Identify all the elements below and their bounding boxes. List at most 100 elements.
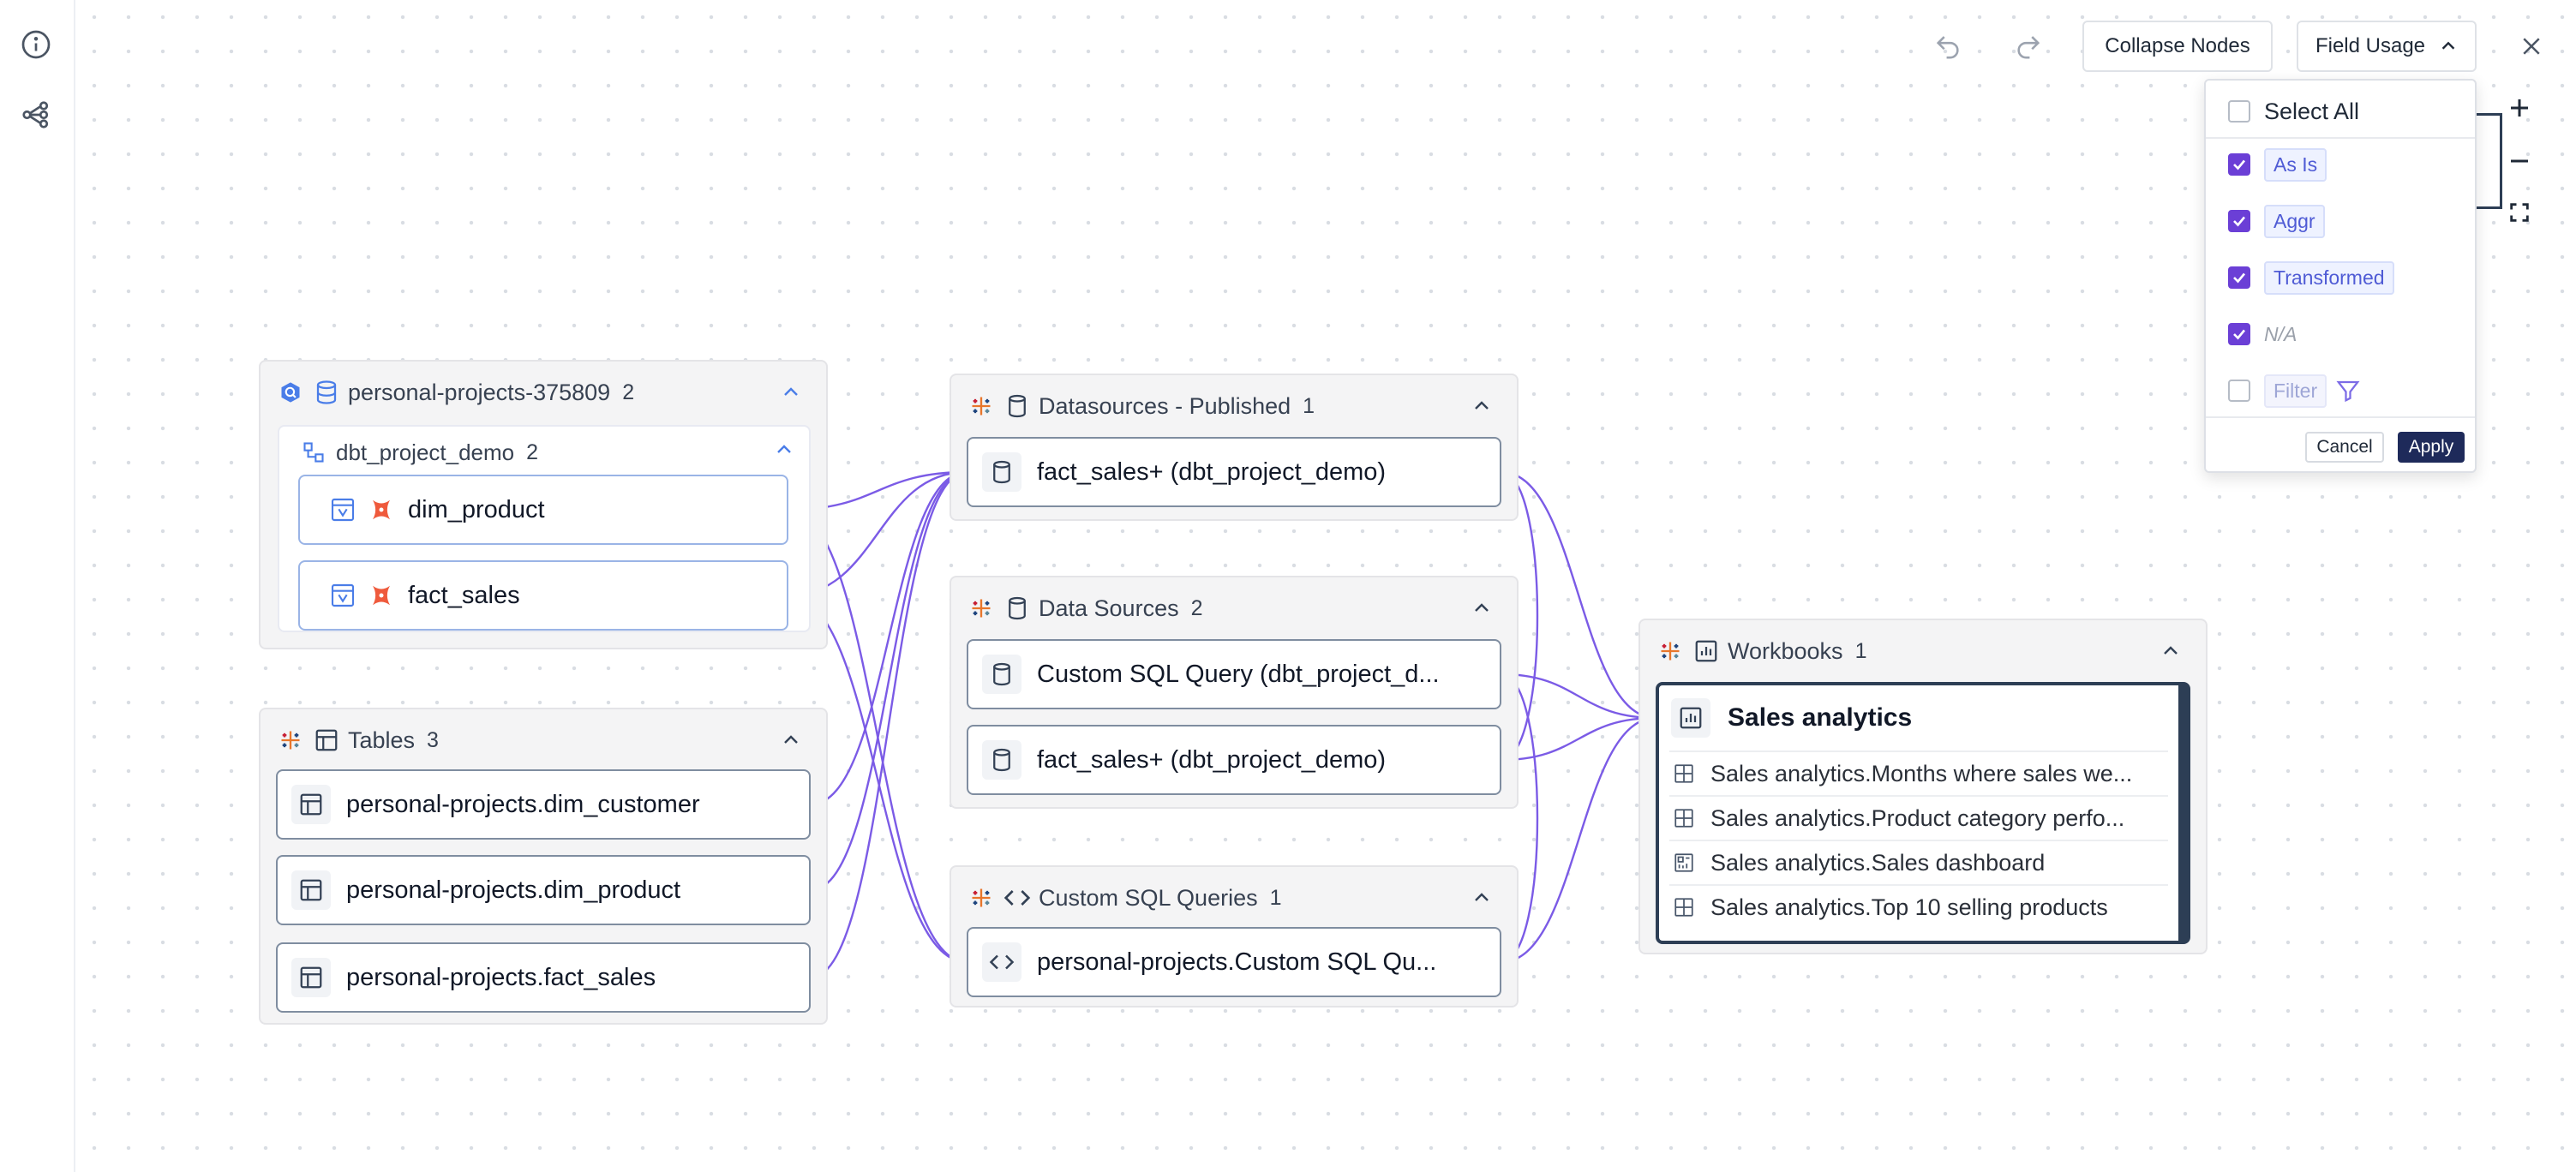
collapse-chevron-icon[interactable] bbox=[1469, 393, 1495, 419]
option-tag: As Is bbox=[2264, 147, 2327, 182]
redo-icon bbox=[2017, 36, 2040, 59]
redo-button[interactable] bbox=[2009, 26, 2048, 65]
group-count: 1 bbox=[1303, 393, 1315, 418]
schema-icon bbox=[302, 440, 326, 464]
sheet-icon bbox=[1669, 762, 1698, 785]
lineage-button[interactable] bbox=[15, 94, 57, 135]
divider bbox=[2206, 137, 2475, 139]
tableau-icon bbox=[967, 392, 996, 421]
sheet-row[interactable]: Sales analytics.Months where sales we... bbox=[1669, 750, 2168, 795]
cancel-button[interactable]: Cancel bbox=[2305, 432, 2384, 463]
group-header: personal-projects-375809 2 bbox=[261, 362, 826, 423]
group-title: Datasources - Published bbox=[1039, 392, 1291, 419]
node-label: fact_sales+ (dbt_project_demo) bbox=[1037, 457, 1387, 486]
option-checkbox[interactable] bbox=[2228, 266, 2250, 289]
node-label: personal-projects.fact_sales bbox=[346, 963, 656, 991]
dashboard-icon bbox=[1669, 852, 1698, 874]
node-datasource-custom-sql[interactable]: Custom SQL Query (dbt_project_d... bbox=[967, 639, 1501, 709]
node-table-fact-sales[interactable]: personal-projects.fact_sales bbox=[276, 942, 811, 1013]
collapse-chevron-icon[interactable] bbox=[1469, 885, 1495, 911]
sheet-row[interactable]: Sales analytics.Sales dashboard bbox=[1669, 840, 2168, 884]
node-label: personal-projects.dim_product bbox=[346, 876, 681, 904]
tableau-icon bbox=[1656, 637, 1685, 666]
option-row-filter[interactable]: Filter bbox=[2218, 367, 2463, 415]
collapse-chevron-icon[interactable] bbox=[1469, 595, 1495, 621]
node-table-dim-product[interactable]: personal-projects.dim_product bbox=[276, 855, 811, 925]
fit-view-icon bbox=[2510, 203, 2529, 222]
group-title: Custom SQL Queries bbox=[1039, 884, 1258, 911]
group-header: Custom SQL Queries 1 bbox=[951, 867, 1517, 929]
option-checkbox[interactable] bbox=[2228, 210, 2250, 232]
fit-view-button[interactable] bbox=[2497, 194, 2542, 231]
node-fact-sales-model[interactable]: fact_sales bbox=[298, 560, 788, 631]
sheet-row[interactable]: Sales analytics.Top 10 selling products bbox=[1669, 884, 2168, 929]
group-header: Datasources - Published 1 bbox=[951, 375, 1517, 437]
node-label: Custom SQL Query (dbt_project_d... bbox=[1037, 660, 1440, 688]
zoom-controls bbox=[2497, 89, 2542, 226]
sheet-icon bbox=[1669, 807, 1698, 829]
close-icon bbox=[2523, 38, 2540, 55]
collapse-nodes-button[interactable]: Collapse Nodes bbox=[2082, 21, 2273, 72]
node-published-fact-sales[interactable]: fact_sales+ (dbt_project_demo) bbox=[967, 437, 1501, 507]
collapse-chevron-icon[interactable] bbox=[771, 437, 797, 463]
sheet-label: Sales analytics.Months where sales we... bbox=[1710, 760, 2133, 786]
field-usage-button[interactable]: Field Usage bbox=[2297, 21, 2477, 72]
collapse-nodes-label: Collapse Nodes bbox=[2105, 34, 2250, 57]
select-all-row[interactable]: Select All bbox=[2218, 87, 2463, 135]
code-icon bbox=[1003, 883, 1032, 912]
inner-group-title: dbt_project_demo bbox=[336, 439, 515, 465]
info-button[interactable] bbox=[15, 24, 57, 65]
sheet-row[interactable]: Sales analytics.Product category perfo..… bbox=[1669, 795, 2168, 840]
option-row-aggr[interactable]: Aggr bbox=[2218, 197, 2463, 245]
option-row-transformed[interactable]: Transformed bbox=[2218, 254, 2463, 302]
inner-group-count: 2 bbox=[526, 440, 539, 464]
group-header: Tables 3 bbox=[261, 709, 826, 771]
dbt-icon bbox=[368, 497, 394, 523]
apply-button[interactable]: Apply bbox=[2398, 432, 2465, 463]
option-checkbox[interactable] bbox=[2228, 153, 2250, 176]
check-icon bbox=[2233, 216, 2246, 227]
collapse-chevron-icon[interactable] bbox=[2158, 638, 2184, 664]
field-usage-dropdown: Select All As Is Aggr Transformed N/A Fi… bbox=[2204, 79, 2477, 473]
view-icon bbox=[329, 582, 356, 609]
workbook-sales-analytics[interactable]: Sales analytics Sales analytics.Months w… bbox=[1656, 682, 2190, 944]
collapse-chevron-icon[interactable] bbox=[778, 380, 804, 405]
node-label: personal-projects.dim_customer bbox=[346, 790, 700, 818]
node-table-dim-customer[interactable]: personal-projects.dim_customer bbox=[276, 769, 811, 840]
sheet-label: Sales analytics.Product category perfo..… bbox=[1710, 804, 2125, 831]
zoom-in-button[interactable] bbox=[2497, 89, 2542, 127]
select-all-checkbox[interactable] bbox=[2228, 100, 2250, 123]
group-header: Workbooks 1 bbox=[1640, 620, 2206, 682]
group-title: personal-projects-375809 bbox=[348, 379, 611, 405]
node-custom-sql-query[interactable]: personal-projects.Custom SQL Qu... bbox=[967, 927, 1501, 997]
option-tag: N/A bbox=[2264, 322, 2297, 345]
group-title: Tables bbox=[348, 727, 416, 753]
bigquery-icon bbox=[276, 378, 305, 407]
divider bbox=[2206, 416, 2475, 418]
option-checkbox[interactable] bbox=[2228, 380, 2250, 402]
workbook-title-text: Sales analytics bbox=[1728, 703, 1913, 732]
node-datasource-fact-sales[interactable]: fact_sales+ (dbt_project_demo) bbox=[967, 725, 1501, 795]
node-label: fact_sales+ (dbt_project_demo) bbox=[1037, 745, 1387, 774]
close-button[interactable] bbox=[2513, 27, 2550, 65]
view-icon bbox=[329, 496, 356, 523]
collapse-chevron-icon[interactable] bbox=[778, 727, 804, 753]
plus-icon bbox=[2511, 99, 2528, 117]
left-rail bbox=[0, 0, 75, 1172]
minus-icon bbox=[2511, 159, 2528, 163]
zoom-out-button[interactable] bbox=[2497, 142, 2542, 180]
node-dim-product-model[interactable]: dim_product bbox=[298, 475, 788, 545]
option-tag: Filter bbox=[2264, 374, 2327, 408]
dbt-icon bbox=[368, 583, 394, 608]
group-count: 1 bbox=[1269, 885, 1282, 910]
tableau-icon bbox=[967, 883, 996, 912]
option-row-as-is[interactable]: As Is bbox=[2218, 141, 2463, 188]
node-label: fact_sales bbox=[408, 581, 520, 609]
code-icon bbox=[982, 942, 1021, 982]
chevron-up-icon bbox=[2441, 41, 2455, 50]
database-icon bbox=[982, 452, 1021, 492]
undo-button[interactable] bbox=[1928, 26, 1968, 65]
option-checkbox[interactable] bbox=[2228, 323, 2250, 345]
option-row-na[interactable]: N/A bbox=[2218, 310, 2463, 358]
node-label: personal-projects.Custom SQL Qu... bbox=[1037, 948, 1437, 976]
